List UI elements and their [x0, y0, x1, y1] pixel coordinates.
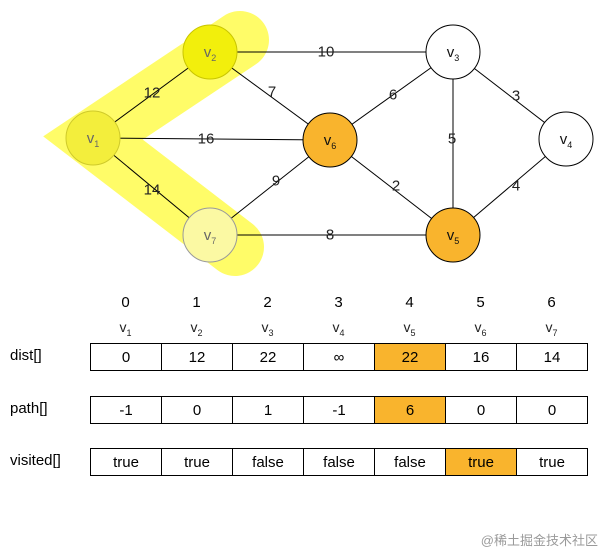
node-v6: v6: [302, 112, 358, 168]
column-vertex: v3: [261, 319, 274, 338]
column-index: 1: [192, 294, 201, 311]
node-v1-circle: [65, 110, 121, 166]
column-vertex: v4: [332, 319, 345, 338]
node-v1-label: v1: [87, 130, 100, 149]
array-cell: 0: [445, 396, 517, 424]
array-cell: 12: [161, 343, 233, 371]
edge-weight-v5-v4: 4: [512, 178, 520, 195]
array-cell: false: [232, 448, 304, 476]
array-cell: ∞: [303, 343, 375, 371]
node-v3: v3: [425, 24, 481, 80]
row-label: visited[]: [10, 452, 61, 469]
column-vertex: v5: [403, 319, 416, 338]
node-v2-circle: [182, 24, 238, 80]
column-vertex: v7: [545, 319, 558, 338]
node-v7-circle: [182, 207, 238, 263]
node-v7-label: v7: [204, 227, 217, 246]
array-cell: 22: [232, 343, 304, 371]
edge-weight-v1-v6: 16: [198, 131, 215, 148]
array-cell: 6: [374, 396, 446, 424]
array-cell: 0: [516, 396, 588, 424]
edge-weight-v6-v5: 2: [392, 178, 400, 195]
column-index: 3: [334, 294, 343, 311]
edge-weight-v6-v3: 6: [389, 87, 397, 104]
node-v6-circle: [302, 112, 358, 168]
column-vertex: v6: [474, 319, 487, 338]
array-cell: true: [90, 448, 162, 476]
array-cell: 16: [445, 343, 517, 371]
array-cell: true: [516, 448, 588, 476]
node-v3-label: v3: [447, 44, 460, 63]
array-cell: 14: [516, 343, 588, 371]
column-vertex: v1: [119, 319, 132, 338]
edge-weight-v2-v3: 10: [318, 44, 335, 61]
edge-weight-v7-v6: 9: [272, 173, 280, 190]
array-cell: true: [161, 448, 233, 476]
node-v5-circle: [425, 207, 481, 263]
array-cell: 0: [161, 396, 233, 424]
edge-v1-v6: [92, 137, 331, 141]
node-v6-label: v6: [324, 132, 337, 151]
array-cell: -1: [303, 396, 375, 424]
graph-diagram: 12 16 14 10 7 6 9 2 5 3 4 8 v1 v2 v3 v4 v5 v6 v7: [43, 11, 594, 276]
array-cell: 0: [90, 343, 162, 371]
edge-weight-v2-v6: 7: [268, 84, 276, 101]
node-v4: v4: [538, 111, 594, 167]
node-v5: v5: [425, 207, 481, 263]
column-index: 5: [476, 294, 485, 311]
node-v1: v1: [65, 110, 121, 166]
node-v5-label: v5: [447, 227, 460, 246]
row-label: path[]: [10, 400, 48, 417]
array-cell: false: [303, 448, 375, 476]
array-cell: 22: [374, 343, 446, 371]
node-v4-label: v4: [560, 131, 573, 150]
node-v4-circle: [538, 111, 594, 167]
row-label: dist[]: [10, 347, 42, 364]
watermark: @稀土掘金技术社区: [480, 533, 598, 548]
array-cell: 1: [232, 396, 304, 424]
column-index: 6: [547, 294, 556, 311]
edge-weight-v3-v5: 5: [448, 131, 456, 148]
edge-weight-v1-v7: 14: [144, 182, 161, 199]
node-v2-label: v2: [204, 44, 217, 63]
node-v2: v2: [182, 24, 238, 80]
edge-weight-v7-v5: 8: [326, 227, 334, 244]
edge-weight-v3-v4: 3: [512, 88, 520, 105]
node-v7: v7: [182, 207, 238, 263]
edge-weight-v1-v2: 12: [144, 85, 161, 102]
column-index: 4: [405, 294, 414, 311]
array-cell: false: [374, 448, 446, 476]
array-cell: -1: [90, 396, 162, 424]
column-vertex: v2: [190, 319, 203, 338]
column-index: 2: [263, 294, 272, 311]
column-index: 0: [121, 294, 130, 311]
node-v3-circle: [425, 24, 481, 80]
array-cell: true: [445, 448, 517, 476]
